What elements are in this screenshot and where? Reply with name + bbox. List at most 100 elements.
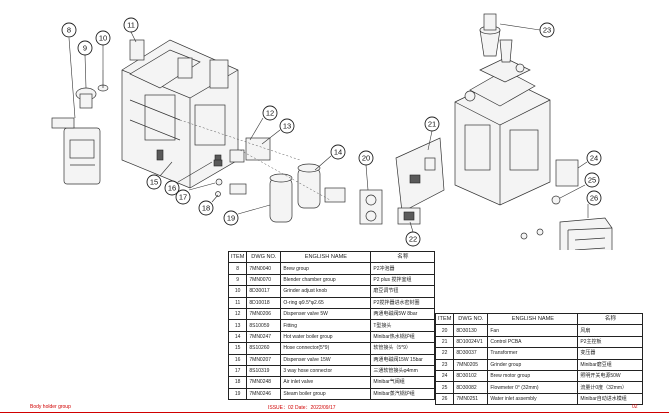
valves-fittings-parts (213, 137, 271, 197)
item-cell: 8 (227, 262, 248, 275)
dwg-no-cell: 7MN0246 (246, 387, 282, 401)
chinese-name-cell: 两通电磁阀5W 8bar (370, 307, 436, 321)
grinder-group-part (464, 13, 525, 102)
dwg-no-cell: 8D30130 (453, 324, 489, 337)
callout-18: 18 (198, 194, 219, 216)
english-name-cell: Dispenser valve 5W (280, 307, 372, 321)
english-name-cell: Hot water boiler group (280, 330, 372, 344)
item-cell: 20 (434, 324, 455, 337)
english-name-cell: Control PCBA (487, 335, 579, 349)
page-footer: Body holder group ISSUE：02 Date：2022/09/… (0, 402, 669, 416)
callout-21: 21 (424, 116, 440, 151)
item-cell: 24 (434, 369, 455, 383)
dwg-no-cell: 7MN0248 (246, 376, 282, 389)
table-header-row: ITEM DWG NO. ENGLISH NAME 名称 (227, 250, 436, 264)
blender-chamber-part (75, 87, 97, 109)
callout-13: 13 (261, 118, 295, 145)
english-name-cell: Transformer (487, 347, 579, 360)
chinese-name-cell: Minibar蒸汽锅炉组 (370, 387, 436, 401)
english-name-cell: Water inlet assembly (487, 392, 579, 406)
callout-10: 10 (95, 30, 111, 70)
english-name-cell: Brew motor group (487, 369, 579, 383)
svg-text:10: 10 (99, 34, 107, 43)
item-cell: 21 (434, 335, 455, 349)
exploded-view-drawing: 8 9 10 11 12 13 14 15 16 17 18 19 (51, 13, 613, 250)
svg-text:9: 9 (83, 44, 87, 53)
chinese-name-cell: P2主控板 (577, 335, 644, 349)
water-inlet-assembly-part (559, 217, 613, 250)
brew-group-part (51, 117, 101, 185)
chinese-name-cell: 两通电磁阀15W 15bar (370, 353, 436, 366)
chinese-name-cell: 变压器 (577, 347, 644, 360)
item-cell: 15 (227, 342, 248, 355)
dwg-no-cell: 7MN0207 (246, 353, 282, 366)
dwg-no-cell: 7MN0205 (453, 358, 489, 371)
left-machine-frame (121, 39, 239, 189)
dwg-no-cell: 8D10024V1 (453, 335, 489, 349)
svg-text:23: 23 (543, 26, 551, 35)
chinese-name-cell: 风扇 (577, 324, 644, 337)
item-cell: 26 (434, 392, 455, 406)
dwg-no-cell: 8D30102 (453, 369, 489, 383)
english-name-cell: Brew group (280, 262, 372, 275)
item-cell: 10 (227, 285, 248, 298)
control-pcba-part (395, 137, 445, 213)
callout-8: 8 (61, 22, 77, 119)
svg-text:8: 8 (67, 26, 71, 35)
table-header-row: ITEM DWG NO. ENGLISH NAME 名称 (434, 312, 644, 326)
footer-rule (0, 412, 669, 413)
flowmeter-part (520, 195, 561, 240)
header-dwg-no: DWG NO. (246, 250, 282, 264)
chinese-name-cell: P2搅拌器进水密封圈 (370, 296, 436, 309)
fan-part (359, 189, 383, 225)
svg-text:18: 18 (202, 204, 210, 213)
header-dwg-no: DWG NO. (453, 312, 489, 326)
item-cell: 11 (227, 296, 248, 309)
item-cell: 9 (227, 273, 248, 287)
callout-11: 11 (123, 17, 139, 43)
english-name-cell: Blender chamber group (280, 273, 372, 287)
english-name-cell: O-ring φ9.5*φ2.65 (280, 296, 372, 309)
svg-text:25: 25 (588, 176, 596, 185)
header-english-name: ENGLISH NAME (280, 250, 372, 264)
dwg-no-cell: 8D30017 (246, 285, 282, 298)
english-name-cell: Fan (487, 324, 579, 337)
chinese-name-cell: 软管接头（5*9） (370, 342, 436, 355)
chinese-name-cell: P2 plus 搅拌室组 (370, 273, 436, 287)
chinese-name-cell: T型接头 (370, 319, 436, 332)
callout-26: 26 (586, 190, 602, 218)
chinese-name-cell: Minibar磨豆组 (577, 358, 644, 371)
callout-17: 17 (175, 182, 216, 205)
item-cell: 14 (227, 330, 248, 344)
brew-motor-part (555, 159, 579, 187)
dwg-no-cell: 7MN0070 (246, 273, 282, 287)
footer-section-name: Body holder group (30, 404, 71, 410)
dwg-no-cell: 7MN0206 (246, 307, 282, 321)
svg-text:14: 14 (334, 148, 342, 157)
chinese-name-cell: Minibar气阀组 (370, 376, 436, 389)
english-name-cell: Air inlet valve (280, 376, 372, 389)
item-cell: 13 (227, 319, 248, 332)
callout-23: 23 (499, 22, 555, 38)
svg-text:11: 11 (127, 21, 135, 30)
english-name-cell: Grinder adjust knob (280, 285, 372, 298)
item-cell: 25 (434, 381, 455, 394)
dwg-no-cell: 8D10018 (246, 296, 282, 309)
dwg-no-cell: 8D30082 (453, 381, 489, 394)
svg-text:16: 16 (168, 184, 176, 193)
dwg-no-cell: 8S10319 (246, 364, 282, 378)
callout-24: 24 (577, 150, 602, 169)
svg-text:12: 12 (266, 109, 274, 118)
